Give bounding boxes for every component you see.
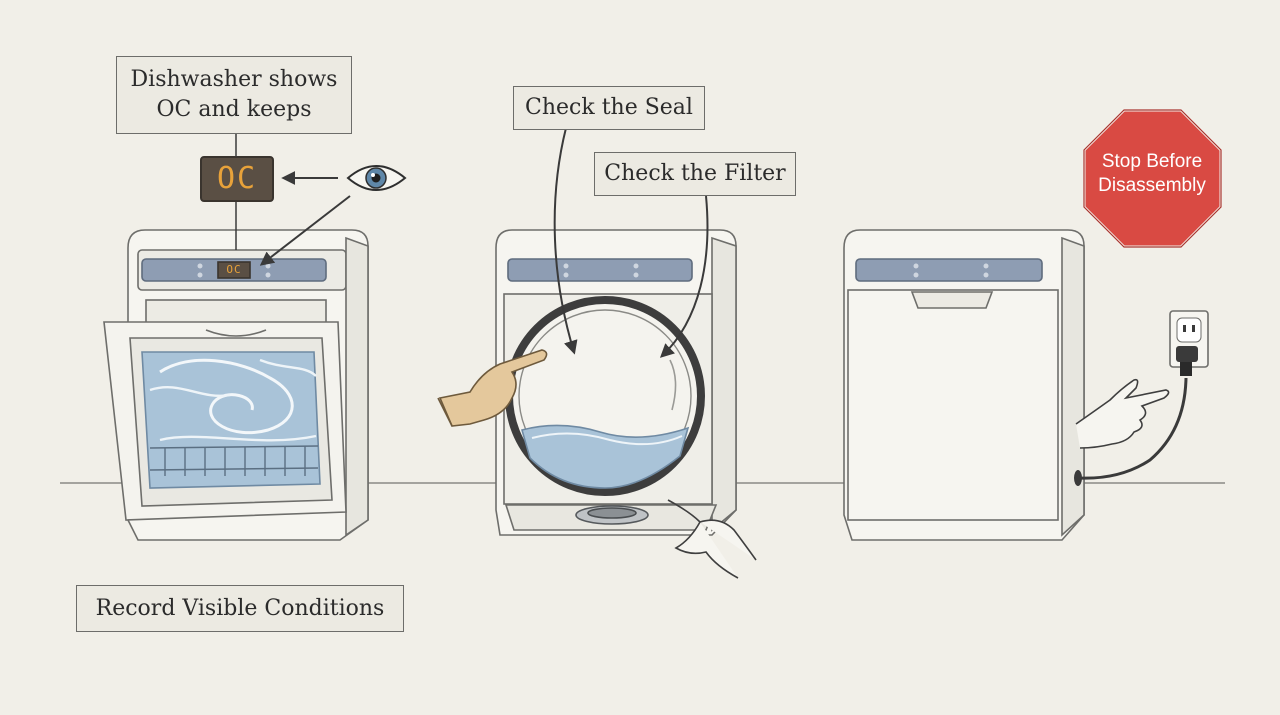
water-window: [141, 351, 321, 489]
label-check-seal: Check the Seal: [513, 86, 705, 130]
label-check-filter: Check the Filter: [594, 152, 796, 196]
power-cord: [1077, 377, 1188, 480]
label-dishwasher-shows: Dishwasher shows OC and keeps: [116, 56, 352, 134]
filter-arrow: [659, 195, 709, 358]
small-display-code: OC: [226, 263, 242, 276]
hand-at-filter-icon: [667, 499, 757, 579]
hand-pointing-plug-icon: [1075, 378, 1170, 449]
stop-sign-text: Stop Before Disassembly: [1098, 151, 1206, 196]
eye-icon: [346, 165, 407, 191]
large-display: [200, 156, 274, 202]
cord-grommet: [1074, 470, 1082, 486]
seal-arrow: [553, 127, 578, 355]
dishwasher-closed: [843, 229, 1085, 541]
eye-to-panel-arrow: [259, 195, 351, 266]
large-display-code: OC: [216, 161, 258, 196]
stop-sign-icon: [1082, 108, 1223, 249]
pointing-hand-icon: [437, 349, 548, 427]
dishwasher-seal-filter: [495, 229, 737, 536]
dishwasher-open-water: [103, 229, 369, 541]
label-record-conditions: Record Visible Conditions: [76, 585, 404, 632]
power-outlet-icon: [1169, 310, 1209, 376]
small-display: [217, 261, 251, 279]
